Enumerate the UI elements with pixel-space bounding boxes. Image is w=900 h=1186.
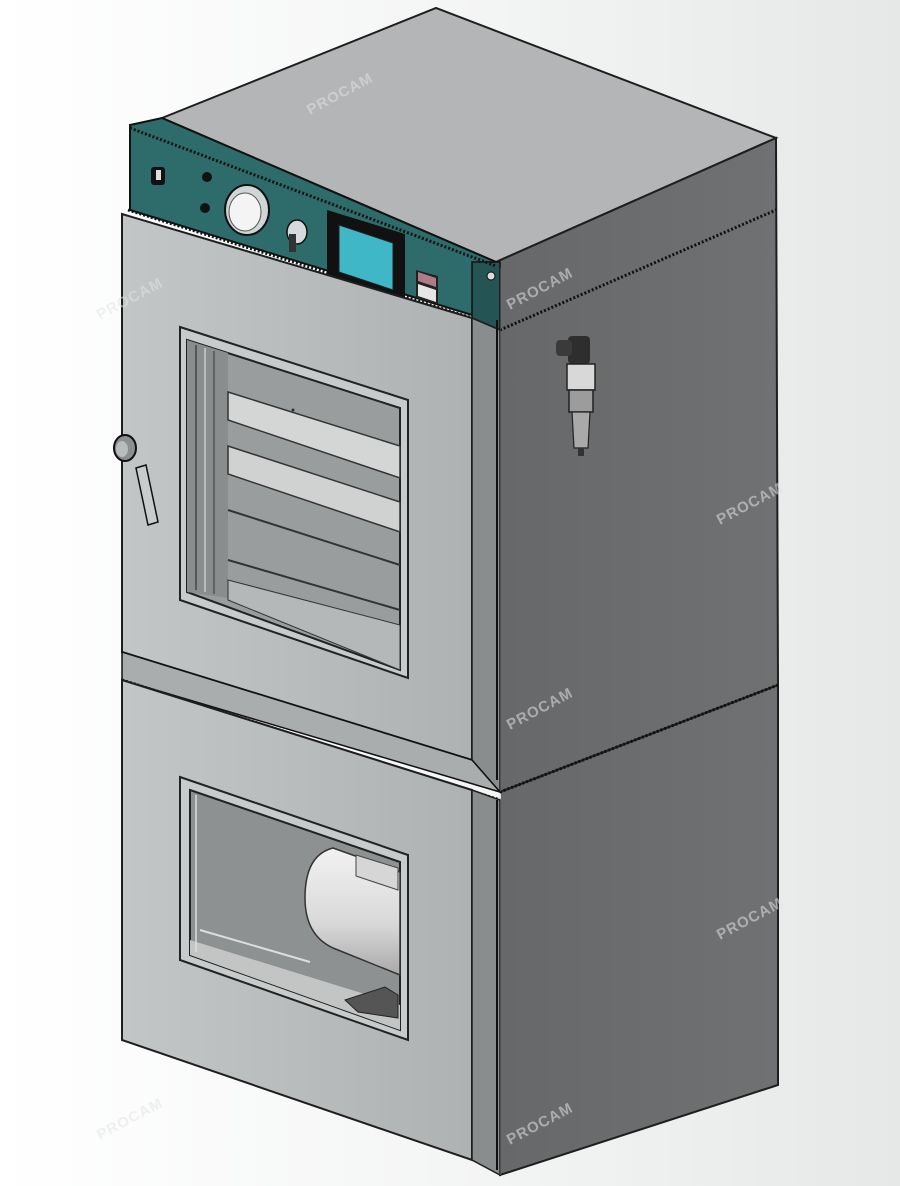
shelf (227, 390, 401, 611)
temperature-controller (416, 270, 438, 304)
upper-door-edge (471, 316, 501, 794)
indicator-light-bottom (200, 203, 210, 213)
vacuum-pump (304, 847, 401, 977)
panel-screw (486, 271, 496, 281)
upper-window (179, 325, 409, 680)
middle-seam (121, 650, 503, 794)
vacuum-valve[interactable] (286, 219, 308, 252)
power-switch[interactable] (151, 167, 165, 185)
vacuum-gauge (224, 184, 270, 236)
door-handle[interactable] (113, 434, 159, 526)
lower-window (179, 775, 409, 1042)
air-filter-regulator (556, 336, 596, 456)
lower-cabinet-edge (471, 788, 501, 1177)
indicator-light-top (202, 172, 212, 182)
watermark: PROCAM (94, 1094, 166, 1143)
